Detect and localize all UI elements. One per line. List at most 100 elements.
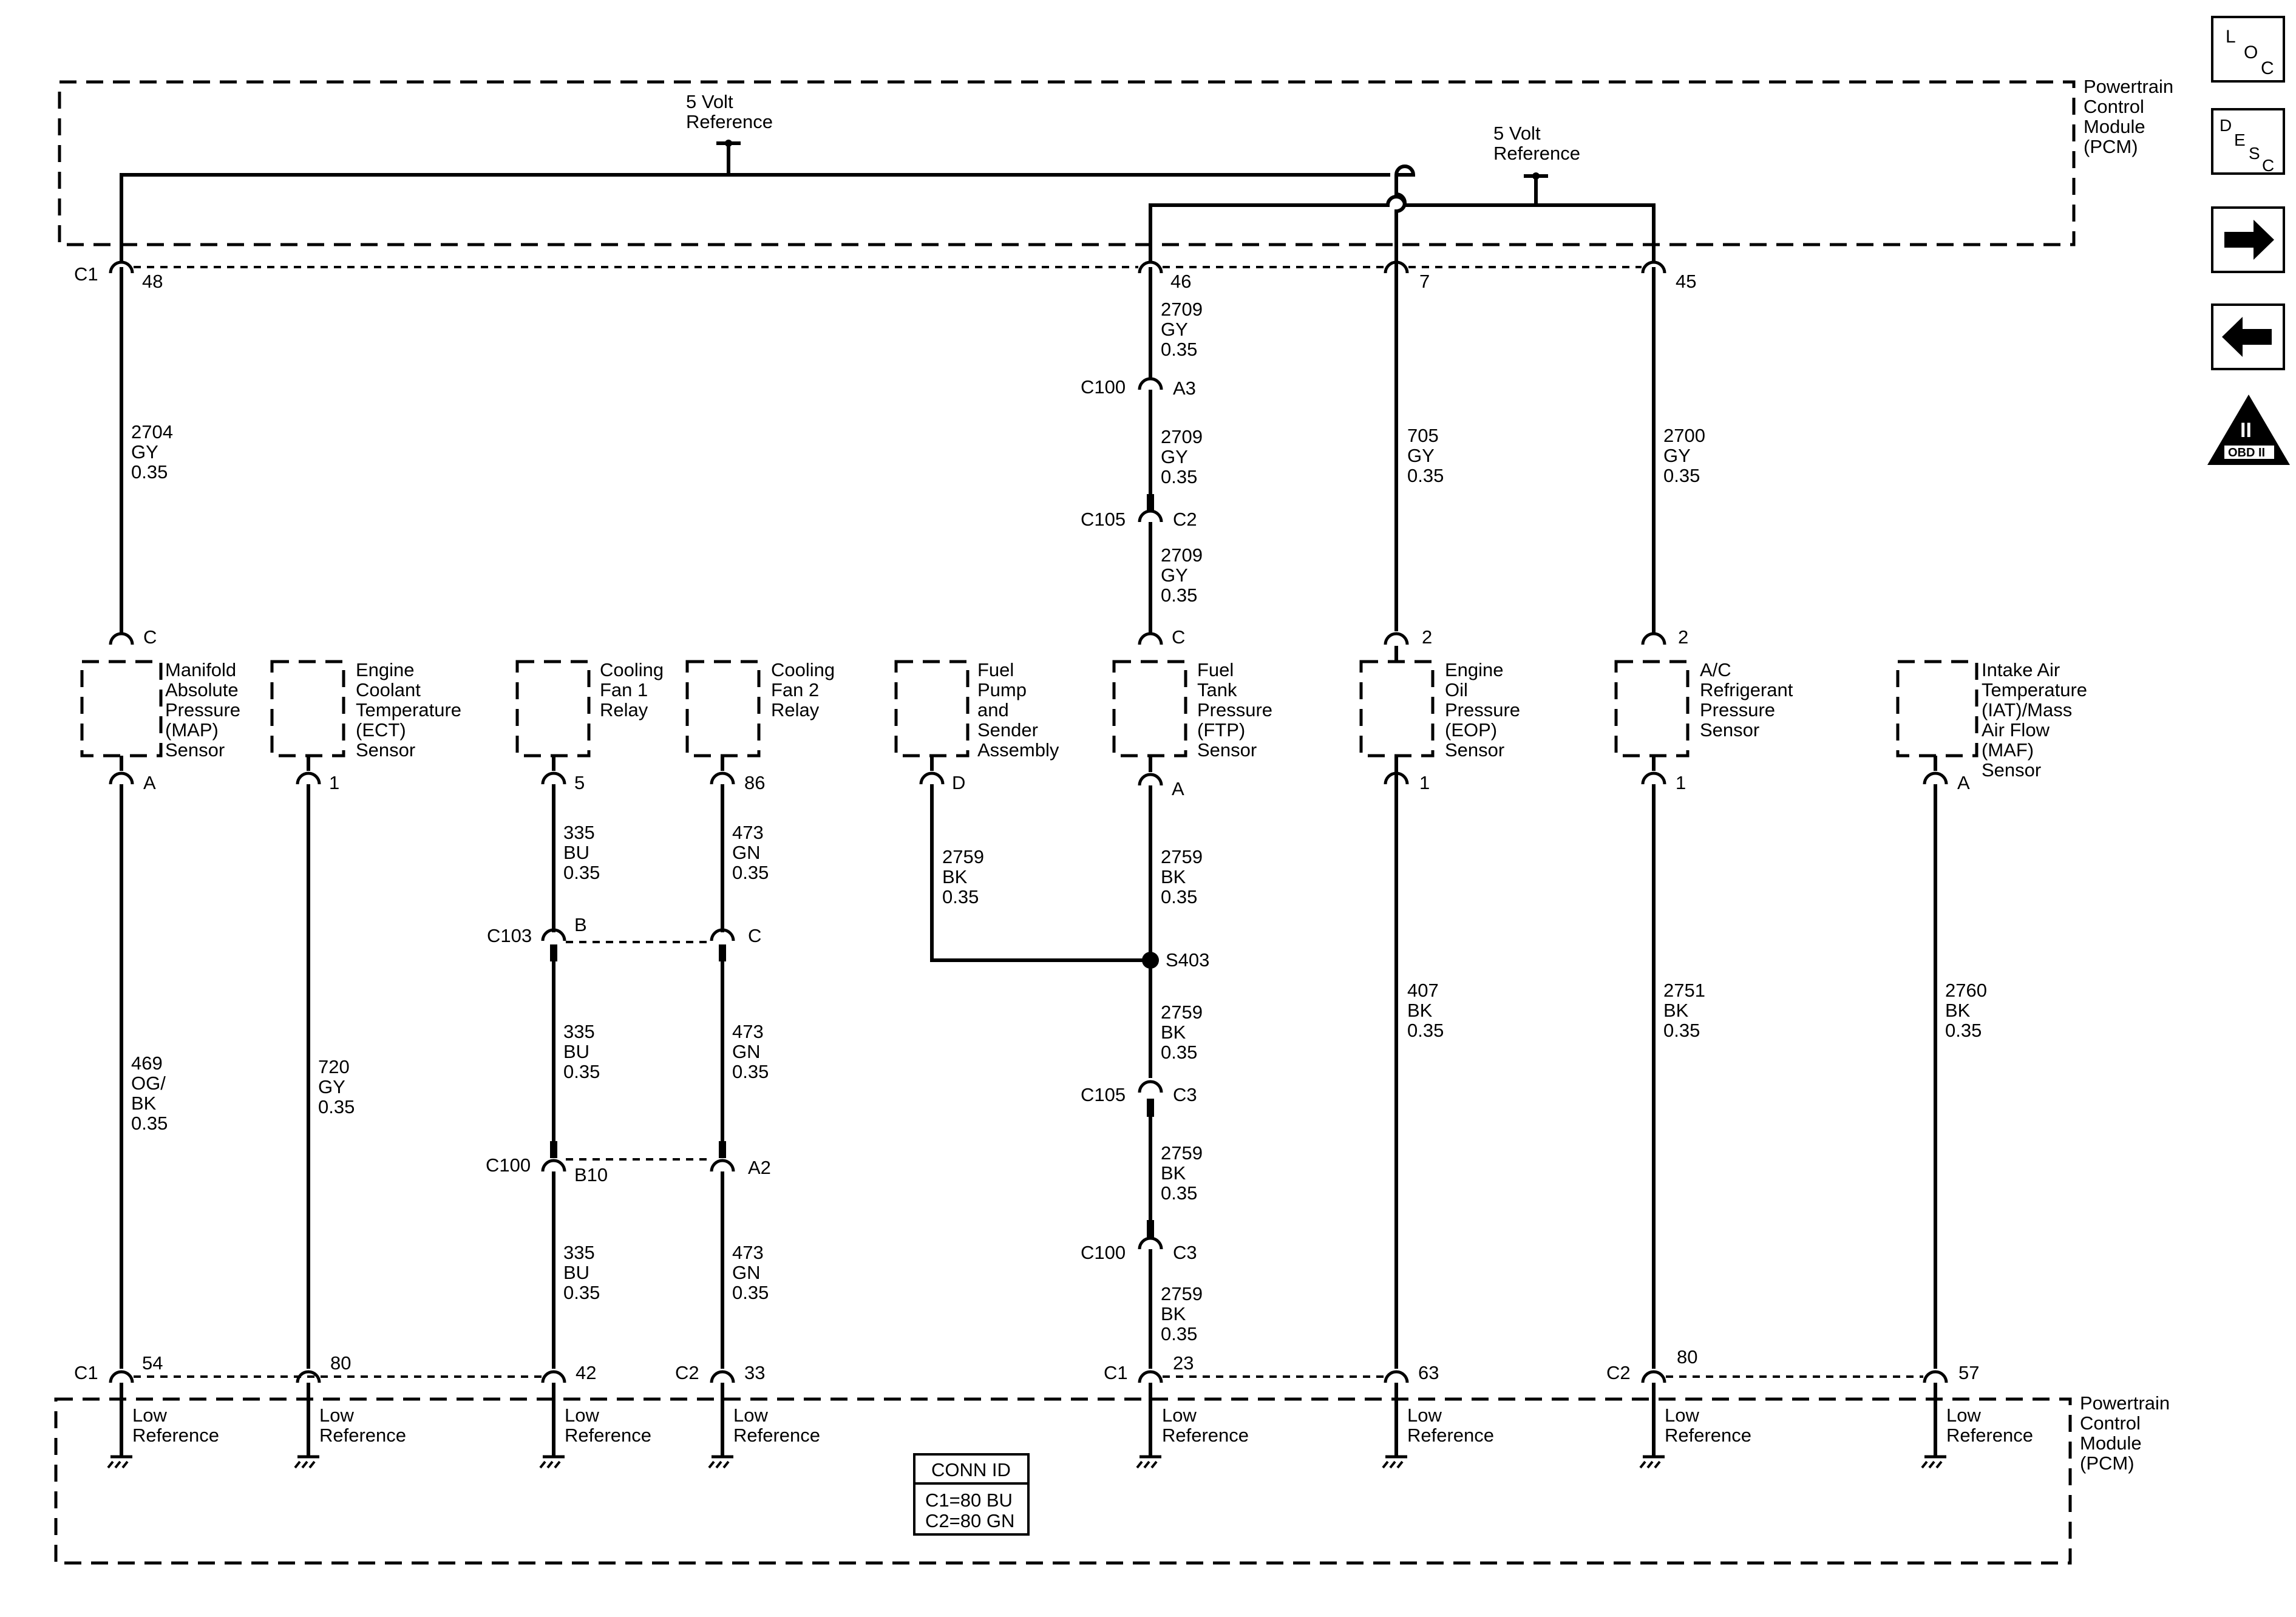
- svg-text:2709: 2709: [1161, 426, 1203, 447]
- pcm-label-bottom: Powertrain Control Module (PCM): [2080, 1392, 2170, 1474]
- fan1-relay-box: [515, 660, 591, 758]
- loc-icon[interactable]: L O C: [2211, 16, 2285, 83]
- svg-text:Manifold: Manifold: [165, 659, 236, 680]
- svg-text:O: O: [2244, 42, 2258, 63]
- svg-text:2709: 2709: [1161, 299, 1203, 320]
- svg-text:C1: C1: [74, 1362, 98, 1383]
- pin-45: 45: [1643, 262, 1696, 292]
- wire-label-2709-a: 2709 GY 0.35: [1161, 299, 1203, 360]
- svg-text:0.35: 0.35: [732, 1282, 769, 1303]
- wire-label-335-c: 335 BU 0.35: [563, 1242, 600, 1303]
- svg-text:Cooling: Cooling: [600, 659, 664, 680]
- svg-text:23: 23: [1173, 1352, 1194, 1374]
- svg-text:(MAP): (MAP): [165, 719, 219, 741]
- svg-text:BK: BK: [1663, 1000, 1689, 1021]
- svg-text:473: 473: [732, 1242, 764, 1263]
- svg-text:Pressure: Pressure: [165, 699, 240, 720]
- wire-label-2709-c: 2709 GY 0.35: [1161, 544, 1203, 606]
- svg-text:0.35: 0.35: [1161, 466, 1197, 487]
- ac-sensor-label: A/C Refrigerant Pressure Sensor: [1700, 659, 1793, 741]
- svg-text:2700: 2700: [1663, 425, 1705, 446]
- svg-text:Low: Low: [565, 1405, 599, 1426]
- svg-text:0.35: 0.35: [131, 461, 168, 483]
- svg-text:L: L: [2226, 27, 2236, 47]
- svg-text:Low: Low: [1665, 1405, 1699, 1426]
- svg-text:BK: BK: [131, 1093, 157, 1114]
- svg-text:BK: BK: [1161, 866, 1186, 887]
- svg-text:Intake Air: Intake Air: [1982, 659, 2060, 680]
- svg-text:0.35: 0.35: [732, 1061, 769, 1082]
- svg-text:469: 469: [131, 1053, 163, 1074]
- map-sensor-label: Manifold Absolute Pressure (MAP) Sensor: [165, 659, 240, 761]
- connector-c100-b10: C100 B10 A2: [486, 1141, 771, 1185]
- svg-text:C2: C2: [675, 1362, 699, 1383]
- svg-text:Relay: Relay: [600, 699, 648, 720]
- bottom-pin-c2-80: C2 80 Low Reference: [1606, 1346, 1751, 1468]
- svg-text:Fuel: Fuel: [1197, 659, 1234, 680]
- svg-text:80: 80: [330, 1352, 351, 1374]
- wire-label-2760: 2760 BK 0.35: [1945, 980, 1987, 1041]
- obd-ii-icon[interactable]: II OBD II: [2207, 395, 2290, 465]
- svg-text:BU: BU: [563, 1262, 589, 1283]
- svg-text:63: 63: [1418, 1362, 1439, 1383]
- svg-text:0.35: 0.35: [318, 1096, 355, 1117]
- svg-text:5 Volt: 5 Volt: [1493, 123, 1541, 144]
- svg-text:0.35: 0.35: [1407, 1020, 1444, 1041]
- connector-c105-c3: C105 C3: [1081, 1082, 1197, 1117]
- svg-text:2759: 2759: [1161, 1283, 1203, 1304]
- fan1-relay-label: Cooling Fan 1 Relay: [600, 659, 664, 720]
- svg-text:BK: BK: [1407, 1000, 1433, 1021]
- svg-text:473: 473: [732, 1021, 764, 1042]
- svg-text:CONN ID: CONN ID: [931, 1459, 1011, 1480]
- svg-text:(ECT): (ECT): [356, 719, 406, 741]
- wire-label-2751: 2751 BK 0.35: [1663, 980, 1705, 1041]
- svg-text:GN: GN: [732, 1262, 761, 1283]
- svg-text:2704: 2704: [131, 421, 173, 442]
- svg-text:45: 45: [1676, 271, 1696, 292]
- pin-7: 7: [1385, 262, 1430, 292]
- svg-text:Control: Control: [2084, 96, 2144, 117]
- svg-text:OG/: OG/: [131, 1073, 166, 1094]
- svg-text:Pressure: Pressure: [1197, 699, 1272, 720]
- svg-text:C1=80 BU: C1=80 BU: [925, 1490, 1013, 1511]
- svg-text:Cooling: Cooling: [771, 659, 835, 680]
- svg-text:Fan 2: Fan 2: [771, 679, 819, 700]
- bottom-pin-57: 57 Low Reference: [1922, 1362, 2033, 1468]
- svg-text:0.35: 0.35: [1161, 585, 1197, 606]
- svg-text:GY: GY: [1663, 445, 1691, 466]
- svg-text:Reference: Reference: [1407, 1425, 1494, 1446]
- wire-label-2759-pump: 2759 BK 0.35: [942, 846, 984, 907]
- wire-label-705: 705 GY 0.35: [1407, 425, 1444, 486]
- bottom-pin-80-a: 80 Low Reference: [295, 1352, 406, 1468]
- right-arrow-icon[interactable]: [2211, 206, 2285, 273]
- wire-label-473-a: 473 GN 0.35: [732, 822, 769, 883]
- desc-icon[interactable]: D E S C: [2211, 108, 2285, 175]
- svg-text:0.35: 0.35: [1945, 1020, 1982, 1041]
- svg-text:C2: C2: [1173, 509, 1197, 530]
- svg-text:Reference: Reference: [733, 1425, 820, 1446]
- wire-label-720: 720 GY 0.35: [318, 1056, 355, 1117]
- svg-text:Relay: Relay: [771, 699, 820, 720]
- bottom-pin-c1-54: C1 54 Low Reference: [74, 1352, 219, 1468]
- svg-text:Reference: Reference: [132, 1425, 219, 1446]
- svg-text:C100: C100: [1081, 376, 1126, 398]
- fuel-pump-box: [894, 660, 970, 758]
- svg-text:Oil: Oil: [1445, 679, 1468, 700]
- left-arrow-icon[interactable]: [2211, 303, 2285, 370]
- ac-sensor-box: [1614, 660, 1690, 758]
- connector-c105-c2: C105 C2: [1081, 494, 1197, 530]
- svg-text:1: 1: [329, 772, 339, 793]
- svg-text:(FTP): (FTP): [1197, 719, 1245, 741]
- svg-text:Pressure: Pressure: [1445, 699, 1520, 720]
- bottom-pin-c1-23: C1 23 Low Reference: [1104, 1352, 1249, 1468]
- svg-text:Sensor: Sensor: [165, 739, 225, 761]
- svg-text:Assembly: Assembly: [977, 739, 1059, 761]
- bottom-pin-63: 63 Low Reference: [1383, 1362, 1494, 1468]
- svg-text:BU: BU: [563, 1041, 589, 1062]
- svg-text:and: and: [977, 699, 1009, 720]
- svg-text:Reference: Reference: [1493, 143, 1580, 164]
- svg-text:335: 335: [563, 1242, 595, 1263]
- svg-text:Engine: Engine: [356, 659, 415, 680]
- svg-text:0.35: 0.35: [1161, 1323, 1197, 1344]
- svg-text:C100: C100: [486, 1154, 531, 1176]
